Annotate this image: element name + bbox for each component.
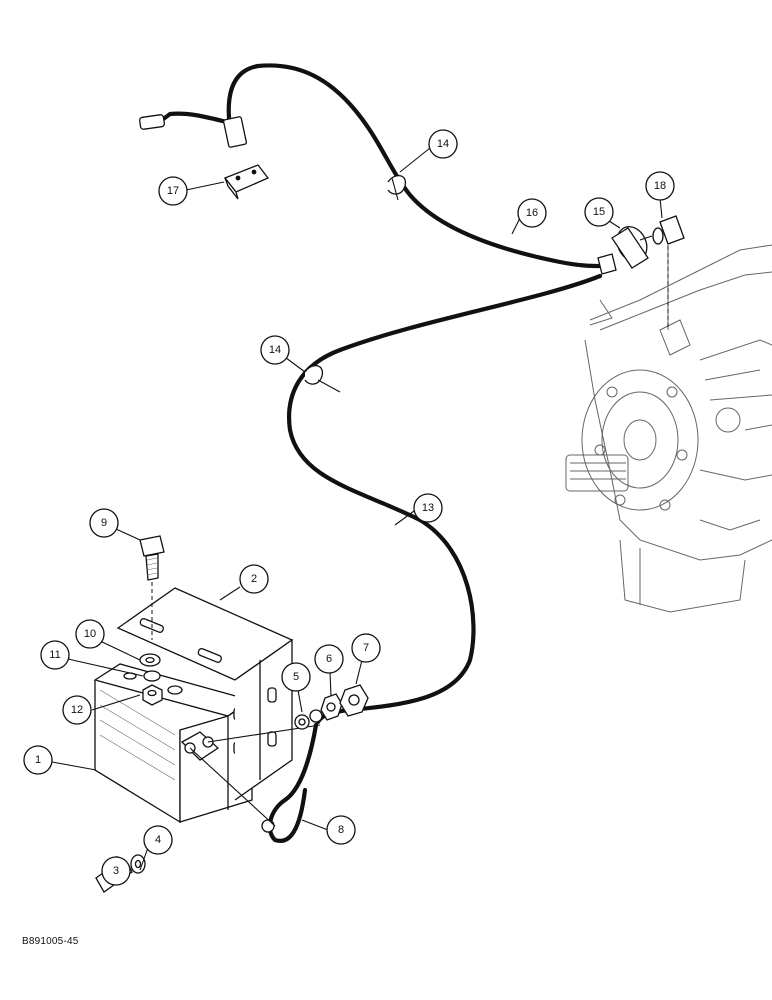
callout-16: 16 bbox=[517, 198, 547, 228]
cable-clip-lower bbox=[304, 365, 341, 393]
svg-text:15: 15 bbox=[593, 206, 605, 218]
callout-4: 4 bbox=[143, 825, 173, 855]
callout-14-lower: 14 bbox=[260, 335, 290, 365]
svg-text:9: 9 bbox=[101, 517, 107, 529]
ground-wire-8 bbox=[261, 709, 323, 843]
svg-text:8: 8 bbox=[338, 824, 344, 836]
bolt-9 bbox=[139, 535, 165, 581]
bracket-box bbox=[93, 663, 253, 824]
figure-code: B891005-45 bbox=[22, 936, 79, 947]
svg-text:4: 4 bbox=[155, 834, 161, 846]
callout-7: 7 bbox=[351, 633, 381, 663]
svg-text:5: 5 bbox=[293, 671, 299, 683]
svg-text:3: 3 bbox=[113, 865, 119, 877]
callout-13: 13 bbox=[413, 493, 443, 523]
callout-9: 9 bbox=[89, 508, 119, 538]
svg-text:13: 13 bbox=[422, 502, 434, 514]
svg-text:12: 12 bbox=[71, 704, 83, 716]
elbow-fitting bbox=[652, 215, 685, 330]
svg-text:7: 7 bbox=[363, 642, 369, 654]
lock-washer-11 bbox=[143, 670, 161, 682]
callout-14-upper: 14 bbox=[428, 129, 458, 159]
svg-text:16: 16 bbox=[526, 207, 538, 219]
nut-6 bbox=[320, 693, 343, 721]
callout-11: 11 bbox=[40, 640, 70, 670]
callout-5: 5 bbox=[281, 662, 311, 692]
svg-text:17: 17 bbox=[167, 185, 179, 197]
callout-3: 3 bbox=[101, 856, 131, 886]
svg-text:18: 18 bbox=[654, 180, 666, 192]
callout-1: 1 bbox=[23, 745, 53, 775]
pressure-switch bbox=[611, 225, 653, 269]
callout-15: 15 bbox=[584, 197, 614, 227]
callout-18: 18 bbox=[645, 171, 675, 201]
wire-harness-13 bbox=[287, 273, 603, 725]
star-washer-5 bbox=[294, 714, 310, 730]
washer-4 bbox=[130, 854, 146, 874]
svg-text:1: 1 bbox=[35, 754, 41, 766]
callout-2: 2 bbox=[239, 564, 269, 594]
wire-harness-16 bbox=[139, 63, 617, 275]
svg-text:14: 14 bbox=[437, 138, 449, 150]
svg-text:2: 2 bbox=[251, 573, 257, 585]
svg-text:11: 11 bbox=[49, 649, 60, 661]
callout-6: 6 bbox=[314, 644, 344, 674]
bracket-upper bbox=[116, 575, 294, 801]
callout-8: 8 bbox=[326, 815, 356, 845]
nut-7 bbox=[339, 684, 369, 717]
svg-text:6: 6 bbox=[326, 653, 332, 665]
connector-block bbox=[223, 164, 270, 200]
nut-12 bbox=[142, 684, 163, 706]
svg-text:14: 14 bbox=[269, 344, 281, 356]
svg-text:10: 10 bbox=[84, 628, 96, 640]
callout-10: 10 bbox=[75, 619, 105, 649]
washer-10 bbox=[139, 653, 161, 667]
cable-clip-upper bbox=[387, 175, 407, 201]
pump-assembly bbox=[565, 244, 772, 613]
callout-12: 12 bbox=[62, 695, 92, 725]
callout-17: 17 bbox=[158, 176, 188, 206]
